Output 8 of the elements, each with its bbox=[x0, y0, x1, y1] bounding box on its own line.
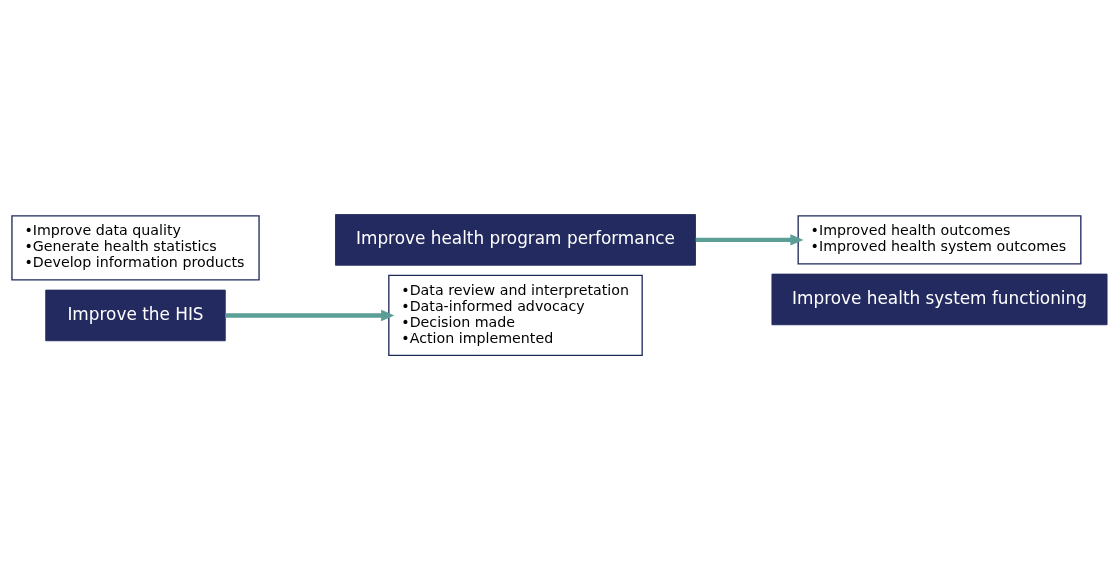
arrow bbox=[225, 309, 395, 321]
arrow bbox=[695, 233, 804, 246]
node-box: •Improved health outcomes •Improved health system outcomes bbox=[797, 214, 1082, 265]
node-box: Improve health system functioning bbox=[771, 273, 1108, 325]
node-box: Improve health program performance bbox=[335, 213, 696, 266]
node-box: Improve the HIS bbox=[45, 289, 226, 341]
node-box: •Improve data quality •Generate health statistics •Develop information products bbox=[11, 214, 260, 281]
node-box: •Data review and interpretation •Data-informed advocacy •Decision made •Action implemented bbox=[388, 274, 643, 356]
